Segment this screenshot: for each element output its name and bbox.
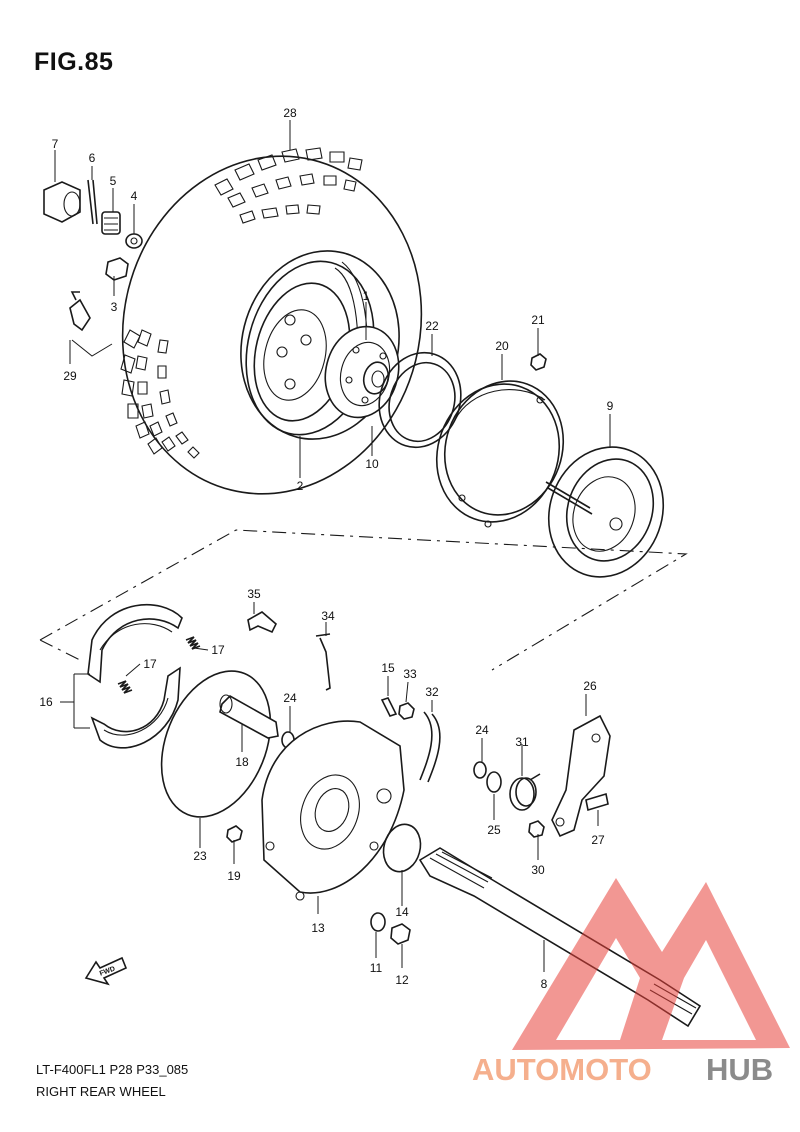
callout-31: 29 [63,369,77,383]
callout-20: 23 [193,849,207,863]
pin-15 [380,697,398,717]
o-ring-14 [382,823,422,873]
callout-32: 32 [425,685,439,699]
hose-32 [419,711,441,783]
callout-21: 20 [495,339,509,353]
callout-22: 21 [531,313,545,327]
callout-28: 30 [531,863,545,877]
brake-shoe-lower-16 [90,666,181,749]
assembly-boundary [39,529,688,671]
callout-8: 8 [541,977,548,991]
brake-lever-26 [551,714,611,838]
callout-2: 2 [297,479,304,493]
callout-11: 11 [370,961,383,975]
springs-17 [117,636,201,694]
callout-23: 22 [425,319,439,333]
callout-4: 4 [131,189,138,203]
rear-axle-8 [418,847,702,1028]
rod-34 [315,633,331,691]
brake-shoe-upper-16 [87,603,183,684]
watermark-text-hub: HUB [706,1052,773,1087]
figure-title: FIG.85 [34,48,114,76]
wheel-hub-1 [324,325,400,419]
callout-6: 6 [89,151,96,165]
nut-28 [528,820,545,838]
callout-30: 28 [283,106,297,120]
callout-18: 18 [235,755,249,769]
brake-camshaft-18 [219,694,279,739]
fwd-arrow-icon: FWD [84,956,128,986]
grommet-33 [398,702,415,720]
callout-24-b: 24 [475,723,489,737]
watermark-logo [512,878,790,1050]
washer-11 [370,912,386,932]
nut-3 [105,257,129,281]
callout-7: 7 [52,137,59,151]
callout-9: 9 [607,399,614,413]
drum-cover-21 [435,380,565,528]
spring-29 [509,773,541,811]
callout-17-a: 17 [211,643,225,657]
callout-19: 19 [227,869,241,883]
bolt-22 [530,353,547,371]
leader-lines [54,120,611,972]
callout-29: 31 [515,735,529,749]
callout-15: 15 [381,661,395,675]
callout-5: 5 [110,174,117,188]
figure-name: RIGHT REAR WHEEL [36,1084,166,1099]
brake-panel-13 [261,720,405,901]
valve-stem-31 [69,291,91,332]
brake-drum-9 [545,446,665,578]
callout-24-a: 24 [283,691,297,705]
seal-25 [486,771,502,793]
figure-code: LT-F400FL1 P28 P33_085 [36,1062,189,1077]
bolt-12 [390,923,411,945]
callout-13: 13 [311,921,325,935]
callout-25: 25 [487,823,501,837]
callout-27: 27 [591,833,605,847]
callout-14: 14 [395,905,409,919]
watermark-mountain-icon [512,878,790,1050]
callout-35: 35 [247,587,261,601]
callout-1: 1 [363,289,370,303]
o-ring-20 [160,670,272,818]
bolt-27 [585,792,609,812]
callout-10: 10 [365,457,379,471]
callout-12: 12 [395,973,409,987]
bolt-19 [226,825,243,843]
callout-33: 33 [403,667,417,681]
castle-nut-5 [101,211,121,235]
clip-35 [247,611,277,634]
washer-4 [125,233,143,249]
watermark-text-automoto: AUTOMOTO [472,1052,652,1087]
hub-cap-7 [43,181,81,223]
callout-3: 3 [111,300,118,314]
callout-26: 26 [583,679,597,693]
tire-30 [120,147,423,495]
callout-17-b: 17 [143,657,157,671]
callout-34: 34 [321,609,335,623]
ring-24-b [473,761,487,779]
cotter-pin-6 [87,179,98,225]
callout-numbers: 28 7 6 5 4 3 29 1 2 10 22 20 21 9 35 34 … [39,106,613,991]
callout-16: 16 [39,695,53,709]
